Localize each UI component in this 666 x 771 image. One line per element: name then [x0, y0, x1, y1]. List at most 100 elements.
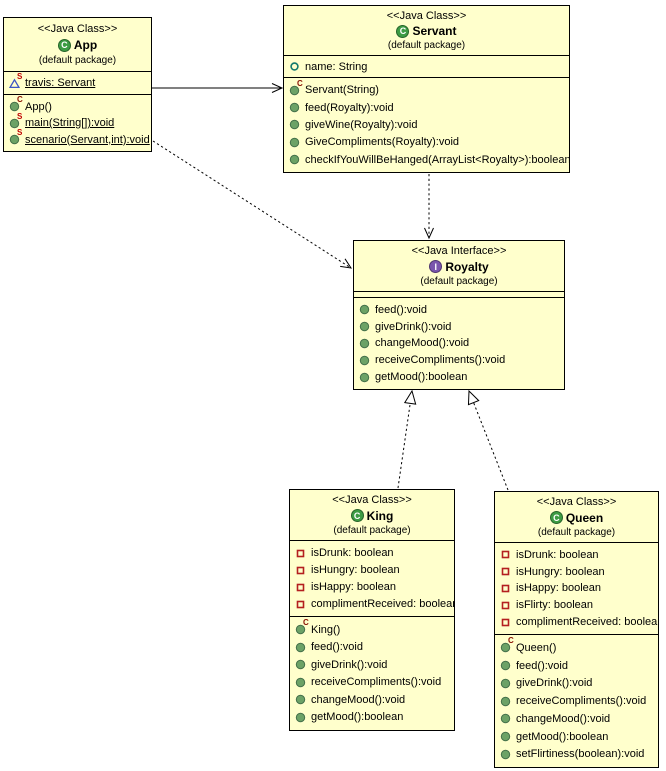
public-method-icon — [289, 119, 300, 130]
member-label: receiveCompliments():void — [516, 695, 647, 707]
method-row[interactable]: changeMood():void — [290, 694, 454, 706]
field-row[interactable]: name: String — [284, 61, 569, 73]
member-label: name: String — [305, 60, 368, 73]
fields-compartment — [354, 291, 564, 297]
method-row[interactable]: giveDrink():void — [495, 677, 658, 689]
method-row[interactable]: giveDrink():void — [290, 659, 454, 671]
package-label: (default package) — [537, 526, 616, 538]
member-label: giveDrink():void — [516, 677, 593, 690]
modifier-letter: C — [17, 95, 23, 104]
package-label: (default package) — [333, 524, 411, 536]
field-row[interactable]: isHungry: boolean — [495, 566, 658, 578]
private-field-icon — [295, 582, 306, 593]
public-method-icon — [500, 713, 511, 724]
method-row[interactable]: receiveCompliments():void — [290, 676, 454, 688]
field-row[interactable]: isHappy: boolean — [495, 582, 658, 594]
member-label: travis: Servant — [25, 77, 96, 89]
member-label: feed():void — [375, 303, 427, 316]
package-label: (default package) — [38, 55, 117, 66]
field-row[interactable]: isDrunk: boolean — [495, 549, 658, 561]
package-label: (default package) — [387, 40, 466, 51]
public-method-icon — [295, 642, 306, 653]
member-label: changeMood():void — [516, 712, 611, 725]
field-row[interactable]: complimentReceived: boolean — [290, 598, 454, 610]
private-field-icon — [500, 566, 511, 577]
method-row[interactable]: setFlirtiness(boolean):void — [495, 748, 658, 760]
method-row[interactable]: changeMood():void — [354, 337, 564, 349]
method-row[interactable]: changeMood():void — [495, 713, 658, 725]
method-row[interactable]: feed():void — [354, 304, 564, 316]
private-field-icon — [500, 600, 511, 611]
member-label: getMood():boolean — [375, 371, 468, 384]
method-row[interactable]: feed():void — [495, 660, 658, 672]
modifier-letter: C — [508, 636, 514, 646]
public-method-icon: S — [9, 129, 22, 145]
member-label: getMood():boolean — [516, 730, 609, 743]
private-field-icon — [295, 565, 306, 576]
public-method-icon — [359, 304, 370, 315]
class-icon: C — [549, 511, 563, 524]
method-row[interactable]: GiveCompliments(Royalty):void — [284, 136, 569, 148]
modifier-letter: C — [303, 618, 309, 628]
field-row[interactable]: isHungry: boolean — [290, 564, 454, 576]
class-name: Royalty — [445, 259, 489, 274]
method-row[interactable]: feed():void — [290, 641, 454, 653]
method-row[interactable]: getMood():boolean — [354, 371, 564, 383]
method-row[interactable]: receiveCompliments():void — [495, 695, 658, 707]
field-row[interactable]: complimentReceived: boolean — [495, 616, 658, 628]
public-method-icon — [359, 355, 370, 366]
member-label: giveDrink():void — [375, 320, 452, 333]
method-row[interactable]: feed(Royalty):void — [284, 102, 569, 114]
static-field-icon: S — [9, 72, 22, 89]
member-label: complimentReceived: boolean — [311, 598, 454, 610]
method-row[interactable]: getMood():boolean — [290, 711, 454, 723]
member-label: King() — [311, 623, 341, 636]
field-row[interactable]: isFlirty: boolean — [495, 599, 658, 611]
method-row[interactable]: receiveCompliments():void — [354, 354, 564, 366]
public-method-icon — [295, 677, 306, 688]
public-method-icon — [295, 659, 306, 670]
member-label: isHappy: boolean — [516, 582, 602, 595]
modifier-letter: S — [17, 71, 23, 81]
stereotype-label: <<Java Class>> — [386, 10, 467, 22]
member-label: isDrunk: boolean — [311, 547, 394, 559]
methods-compartment: feed():void giveDrink():void changeMood():… — [354, 297, 564, 389]
method-row[interactable]: getMood():boolean — [495, 731, 658, 743]
public-method-icon — [500, 678, 511, 689]
method-row[interactable]: checkIfYouWillBeHanged(ArrayList<Royalty… — [284, 154, 569, 166]
member-label: feed():void — [516, 659, 568, 672]
method-row[interactable]: giveWine(Royalty):void — [284, 119, 569, 131]
dependency-app-royalty[interactable] — [152, 140, 353, 269]
public-method-icon — [359, 338, 370, 349]
private-field-icon — [500, 549, 511, 560]
field-row[interactable]: isHappy: boolean — [290, 581, 454, 593]
member-label: isHungry: boolean — [516, 565, 605, 578]
member-label: changeMood():void — [311, 693, 406, 706]
member-label: receiveCompliments():void — [311, 676, 442, 689]
realization-queen-royalty[interactable] — [469, 391, 509, 491]
field-row[interactable]: isDrunk: boolean — [290, 547, 454, 559]
method-row[interactable]: giveDrink():void — [354, 321, 564, 333]
realization-king-royalty[interactable] — [397, 391, 412, 489]
